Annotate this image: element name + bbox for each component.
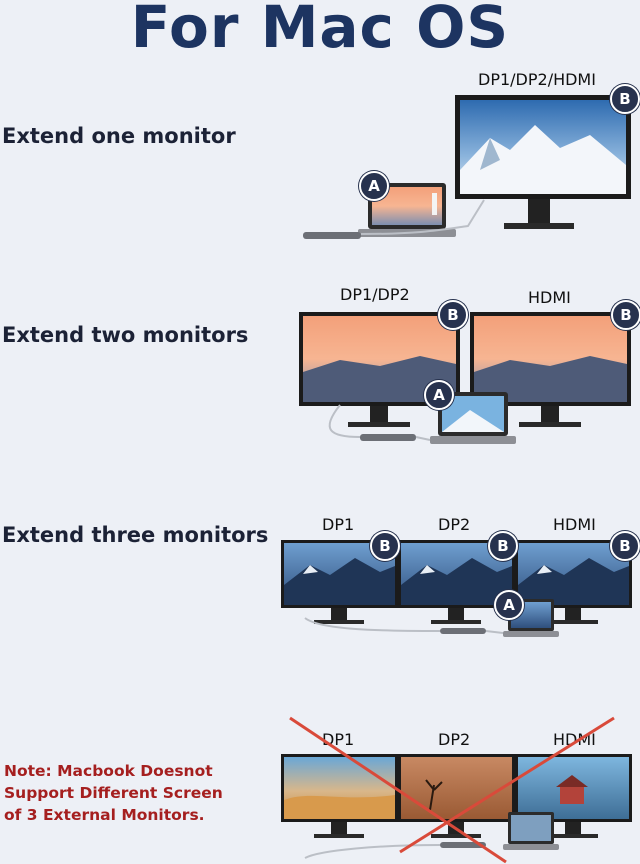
port-label-two-dp: DP1/DP2 <box>340 285 410 304</box>
row-one-illustration <box>303 95 631 239</box>
hub-icon <box>303 232 361 239</box>
hub-icon <box>440 842 486 848</box>
note-line: Support Different Screen <box>4 784 223 802</box>
label-extend-two: Extend two monitors <box>2 323 249 347</box>
hub-icon <box>440 628 486 634</box>
port-label-three-hdmi: HDMI <box>553 515 596 534</box>
note-line: Note: Macbook Doesnot <box>4 762 213 780</box>
badge-monitor-b: B <box>438 300 468 330</box>
note-line: of 3 External Monitors. <box>4 806 205 824</box>
row-two-illustration <box>299 312 631 444</box>
badge-monitor-b: B <box>370 531 400 561</box>
compatibility-note: Note: Macbook Doesnot Support Different … <box>4 760 223 826</box>
badge-laptop-a: A <box>359 171 389 201</box>
row-four-illustration <box>281 716 632 864</box>
badge-laptop-a: A <box>494 590 524 620</box>
cross-out-icon <box>289 716 615 864</box>
label-extend-three: Extend three monitors <box>2 523 269 547</box>
badge-monitor-b: B <box>610 531 640 561</box>
port-label-three-dp2: DP2 <box>438 515 471 534</box>
badge-monitor-b: B <box>488 531 518 561</box>
badge-laptop-a: A <box>424 380 454 410</box>
port-label-four-dp2: DP2 <box>438 730 471 749</box>
badge-monitor-b: B <box>610 84 640 114</box>
port-label-three-dp1: DP1 <box>322 515 355 534</box>
hub-icon <box>360 434 416 441</box>
label-extend-one: Extend one monitor <box>2 124 236 148</box>
badge-monitor-b: B <box>611 300 640 330</box>
port-label-two-hdmi: HDMI <box>528 288 571 307</box>
port-label-one: DP1/DP2/HDMI <box>478 70 596 89</box>
page-title: For Mac OS <box>130 0 510 61</box>
row-three-illustration <box>281 540 632 637</box>
